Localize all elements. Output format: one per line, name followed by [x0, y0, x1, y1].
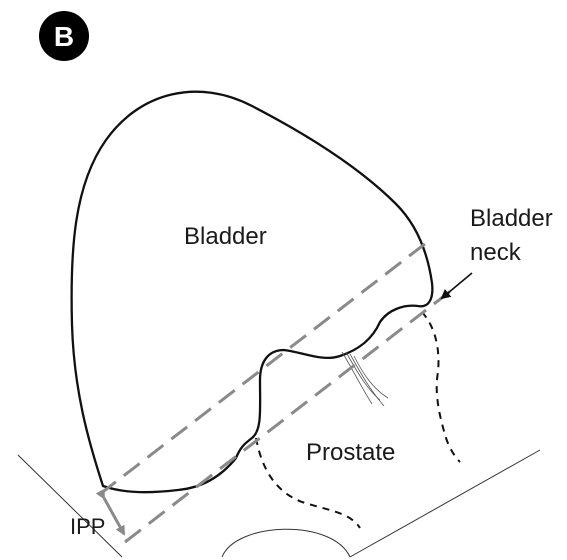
bladder-neck-arrow — [442, 273, 472, 298]
prostate-outline — [256, 312, 460, 528]
panel-letter: B — [54, 21, 74, 52]
prostate-label: Prostate — [306, 439, 395, 466]
panel-badge: B — [39, 11, 89, 61]
bladder-neck-label-line2: neck — [470, 239, 522, 266]
ipp-arrow — [104, 498, 124, 534]
bladder-outline — [72, 92, 433, 493]
ipp-label: IPP — [70, 514, 105, 539]
urethral-strands — [342, 352, 388, 406]
dashed-guide-lines — [100, 240, 452, 542]
bladder-neck-label-line1: Bladder — [470, 205, 553, 232]
bladder-label: Bladder — [184, 223, 267, 250]
